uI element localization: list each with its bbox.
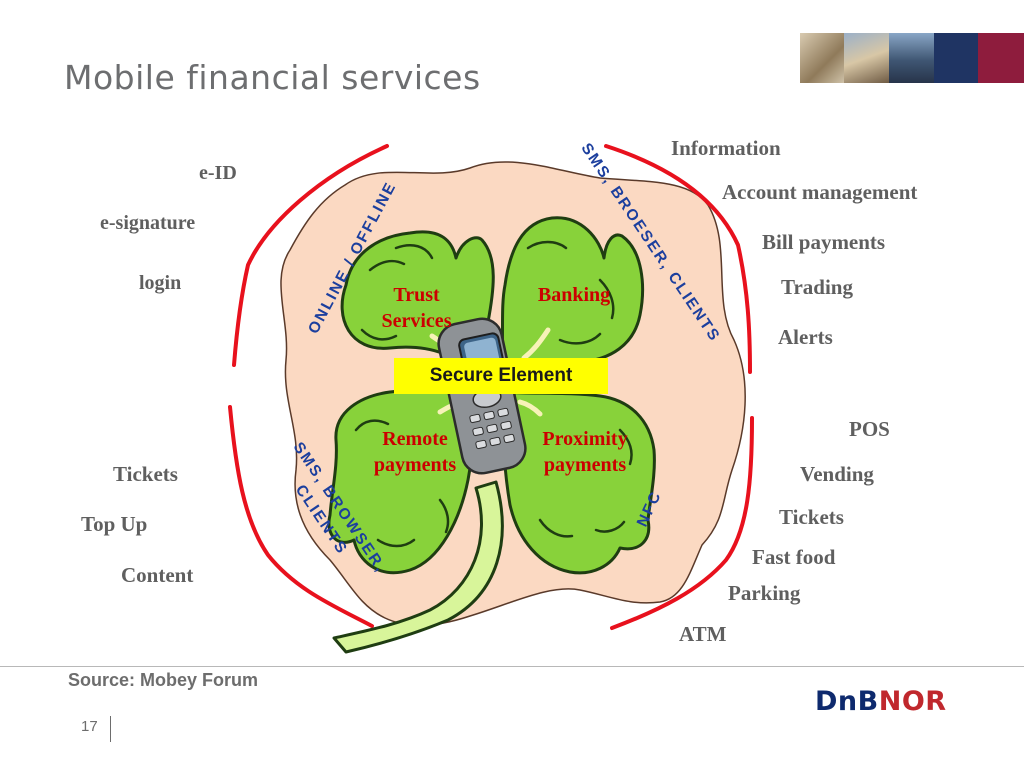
remote-label-line2: payments	[373, 454, 457, 476]
item-alerts: Alerts	[778, 325, 833, 349]
item-fast-food: Fast food	[752, 545, 836, 569]
leaf-remote-payments	[327, 388, 474, 575]
vein-remote	[354, 419, 450, 548]
proximity-label-line2: payments	[543, 454, 627, 476]
page-number: 17	[81, 718, 98, 735]
clover-stem	[332, 480, 504, 654]
trust-services-label: Trust Services	[364, 282, 469, 334]
logo-part-nor: NOR	[878, 686, 947, 717]
maroon-color-block	[978, 33, 1024, 83]
banking-label: Banking	[537, 284, 611, 306]
item-e-signature: e-signature	[100, 212, 196, 234]
source-note: Source: Mobey Forum	[68, 670, 259, 690]
remote-payments-label: Remote payments	[356, 426, 474, 478]
logo-part-dnb: DnB	[815, 686, 879, 717]
item-parking: Parking	[728, 581, 801, 605]
engineer-photo	[844, 33, 889, 83]
center-streak-2	[521, 327, 551, 361]
secure-element-label: Secure Element	[394, 358, 608, 394]
item-top-up: Top Up	[81, 512, 148, 536]
trust-label-line1: Trust	[393, 284, 440, 306]
dnb-nor-logo: DnBNOR	[815, 686, 947, 717]
vein-trust	[360, 244, 434, 341]
item-tickets-remote: Tickets	[113, 462, 178, 486]
item-content: Content	[121, 563, 194, 587]
remote-label-line1: Remote	[382, 428, 448, 450]
item-vending: Vending	[800, 462, 874, 486]
workers-photo	[800, 33, 844, 83]
navy-color-block	[934, 33, 978, 83]
slide-title: Mobile financial services	[64, 58, 481, 97]
vein-banking	[526, 240, 615, 345]
bottom-right-red-arc	[610, 416, 754, 630]
top-right-red-arc	[604, 144, 752, 374]
item-information: Information	[671, 136, 781, 160]
proximity-label-line1: Proximity	[542, 428, 628, 450]
proximity-payments-label: Proximity payments	[526, 426, 644, 478]
ship-photo	[889, 33, 934, 83]
page-number-separator	[110, 716, 111, 742]
top-left-red-arc	[232, 144, 389, 367]
bottom-left-red-arc	[228, 405, 374, 628]
item-account-management: Account management	[722, 180, 918, 204]
item-e-id: e-ID	[199, 162, 237, 184]
vein-proximity	[538, 428, 633, 538]
item-pos: POS	[849, 417, 890, 441]
item-login: login	[139, 272, 182, 294]
item-bill-payments: Bill payments	[762, 230, 886, 254]
trust-label-line2: Services	[381, 310, 452, 332]
footer-divider	[0, 666, 1024, 667]
item-trading: Trading	[781, 275, 853, 299]
item-atm: ATM	[679, 622, 727, 646]
header-photo-strip	[800, 33, 1024, 83]
center-streak-4	[517, 399, 543, 417]
item-tickets-proximity: Tickets	[779, 505, 844, 529]
